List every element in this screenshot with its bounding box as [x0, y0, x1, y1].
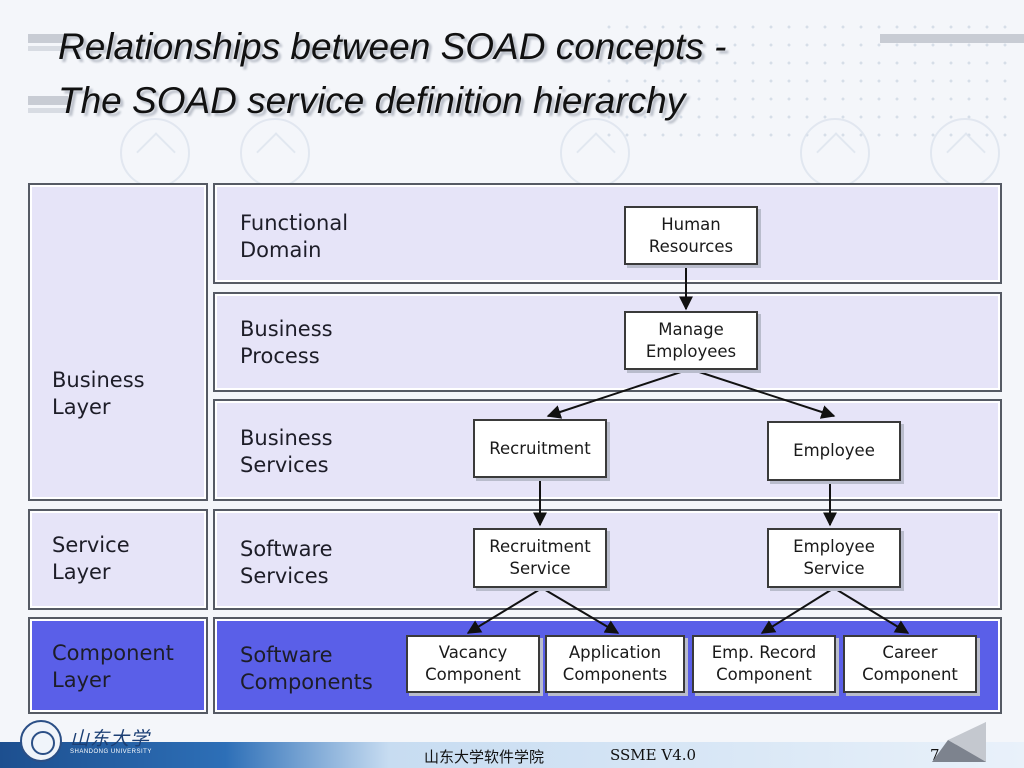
dot-pattern — [600, 18, 1020, 138]
service-layer-label: Service Layer — [52, 533, 130, 584]
node-application-components: Application Components — [545, 635, 685, 693]
node-human-resources: Human Resources — [624, 206, 758, 265]
service-layer-panel: Service Layer — [28, 509, 208, 610]
slide-footer: 山东大学 SHANDONG UNIVERSITY 山东大学软件学院 SSME V… — [0, 718, 1024, 768]
software-services-label: Software Services — [240, 537, 333, 588]
title-stripe — [28, 46, 68, 51]
business-layer-label: Business Layer — [52, 368, 145, 419]
page-turn-icon — [932, 722, 986, 762]
title-stripe — [28, 34, 68, 43]
university-seal-icon — [20, 720, 62, 762]
title-stripe — [28, 108, 68, 113]
node-career-component: Career Component — [843, 635, 977, 693]
software-components-label: Software Components — [240, 643, 373, 694]
footer-version: SSME V4.0 — [610, 746, 697, 764]
footer-bar — [0, 742, 1024, 768]
business-services-label: Business Services — [240, 426, 333, 477]
node-recruitment: Recruitment — [473, 419, 607, 478]
node-emp-record-component: Emp. Record Component — [692, 635, 836, 693]
title-stripe — [28, 96, 68, 105]
business-process-row: Business Process — [213, 292, 1002, 392]
university-logo-text: 山东大学 — [70, 728, 151, 750]
page-number: 7 — [930, 746, 940, 764]
functional-domain-row: Functional Domain — [213, 183, 1002, 284]
footer-course: 山东大学软件学院 — [424, 748, 545, 766]
component-layer-panel: Component Layer — [28, 617, 208, 714]
node-recruitment-service: Recruitment Service — [473, 528, 607, 588]
functional-domain-label: Functional Domain — [240, 211, 349, 262]
university-logo-subtext: SHANDONG UNIVERSITY — [70, 749, 152, 755]
node-employee-service: Employee Service — [767, 528, 901, 588]
node-employee: Employee — [767, 421, 901, 481]
component-layer-label: Component Layer — [52, 641, 174, 692]
node-manage-employees: Manage Employees — [624, 311, 758, 370]
slide-title-line-2: The SOAD service definition hierarchy — [58, 80, 686, 121]
node-vacancy-component: Vacancy Component — [406, 635, 540, 693]
business-process-label: Business Process — [240, 317, 333, 368]
business-layer-panel: Business Layer — [28, 183, 208, 501]
slide-title-line-1: Relationships between SOAD concepts - — [58, 26, 727, 67]
